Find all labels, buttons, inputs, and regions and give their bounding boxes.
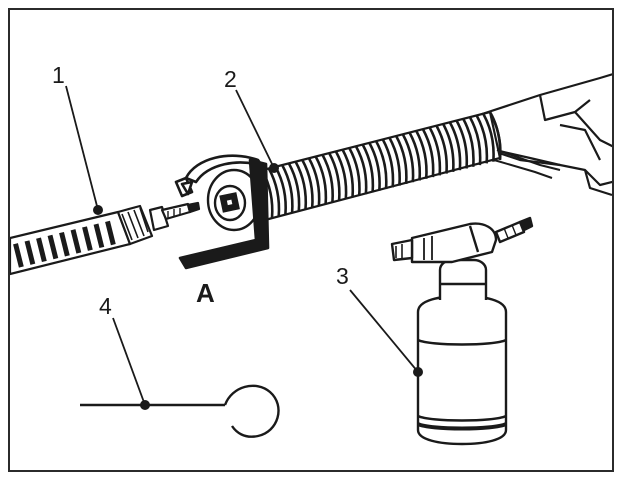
callout-leaders — [65, 85, 419, 406]
dot-1 — [93, 205, 103, 215]
spring-coil — [287, 162, 301, 212]
spring-coil — [394, 135, 408, 184]
spring-coil — [441, 123, 455, 172]
spring-coil — [468, 116, 482, 166]
spring-coil — [435, 124, 448, 174]
column-housing — [468, 73, 612, 197]
spring-coil — [482, 113, 495, 162]
grip-ridge — [36, 237, 47, 263]
spring-coil — [368, 142, 381, 191]
spring-coil — [415, 130, 428, 179]
screwdriver — [10, 201, 201, 276]
leader-3 — [349, 289, 419, 373]
spring-coil — [381, 138, 395, 188]
spring-coil — [321, 153, 334, 203]
grip-ridge — [105, 220, 116, 246]
dot-3 — [413, 367, 423, 377]
rivet-gun — [390, 216, 534, 446]
spring-coil — [280, 164, 294, 213]
wire-hook — [80, 384, 280, 438]
grip-ridge — [24, 240, 36, 265]
spring-coil — [341, 148, 355, 198]
spring-coil — [388, 136, 401, 186]
spring-coil — [374, 140, 388, 190]
spring-coil — [267, 167, 281, 217]
leader-2 — [235, 89, 275, 169]
spring-coil — [421, 128, 435, 178]
grip-ridge — [82, 226, 93, 251]
spring-coil — [448, 121, 462, 171]
socket-collar — [206, 168, 262, 232]
grip-ridge — [13, 243, 24, 268]
spring-coil — [294, 160, 308, 210]
spring-coil — [475, 114, 489, 164]
spring-coil — [307, 157, 321, 207]
dot-4 — [140, 400, 150, 410]
callout-dots — [93, 163, 423, 410]
grip-ridge — [47, 234, 59, 260]
spring-coil — [334, 150, 348, 200]
spring-coil — [314, 155, 328, 205]
callout-label-1: 1 — [52, 62, 65, 88]
callout-label-3: 3 — [336, 263, 349, 289]
grip-ridge — [70, 229, 82, 254]
callout-label-2: 2 — [224, 66, 237, 92]
spring-coil — [361, 143, 375, 193]
callout-label-4: 4 — [99, 293, 112, 319]
spring-coil — [401, 133, 415, 183]
spring-coil — [462, 118, 475, 167]
spring-coil — [408, 131, 422, 181]
spring-coil — [428, 126, 442, 176]
leader-1 — [65, 85, 99, 211]
clamp-bracket-a — [174, 154, 270, 270]
grip-ridge — [59, 231, 70, 257]
detail-label-a: A — [196, 278, 215, 308]
spring-coil — [455, 119, 469, 169]
spring-coil — [327, 152, 341, 201]
dot-2 — [269, 163, 279, 173]
leader-4 — [112, 317, 146, 406]
spring-coil — [348, 147, 361, 196]
grip-ridge — [93, 223, 105, 249]
spring-coil — [354, 145, 368, 195]
spring-coil — [301, 159, 314, 208]
